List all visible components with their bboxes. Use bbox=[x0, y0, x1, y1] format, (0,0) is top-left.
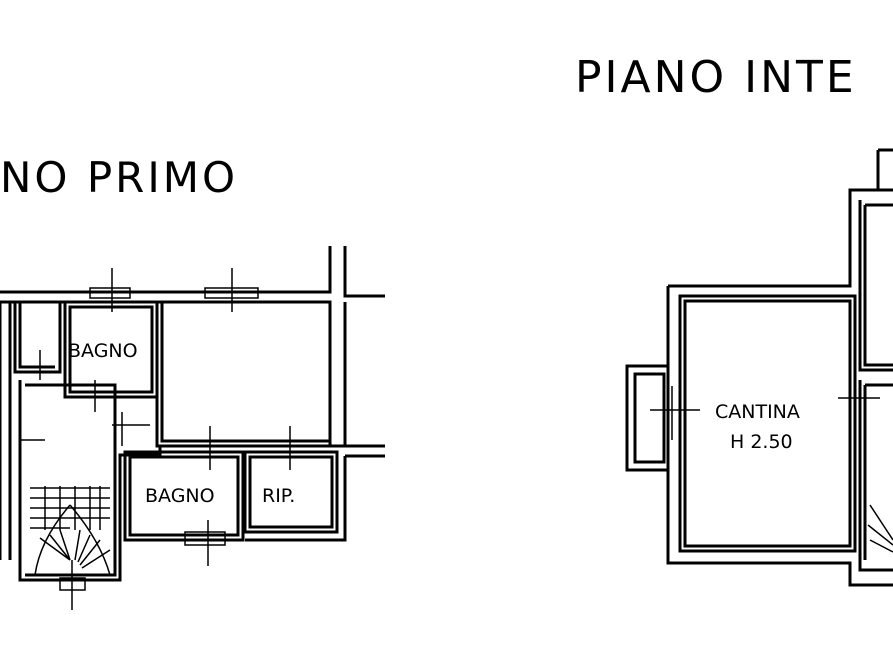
plan-title-left: NO PRIMO bbox=[0, 153, 238, 202]
room-ripostiglio bbox=[243, 450, 339, 534]
room-label-height: H 2.50 bbox=[730, 431, 793, 453]
plan-title-right: PIANO INTE bbox=[575, 52, 857, 103]
room-cantina bbox=[678, 294, 857, 553]
room-label-bagno-1: BAGNO bbox=[68, 340, 138, 362]
room-bagno-bottom bbox=[123, 450, 245, 542]
plan-right bbox=[625, 148, 893, 587]
room-label-rip: RIP. bbox=[262, 485, 295, 507]
room-label-bagno-2: BAGNO bbox=[145, 485, 215, 507]
plan-left bbox=[0, 246, 385, 610]
room-label-cantina: CANTINA bbox=[715, 401, 800, 423]
